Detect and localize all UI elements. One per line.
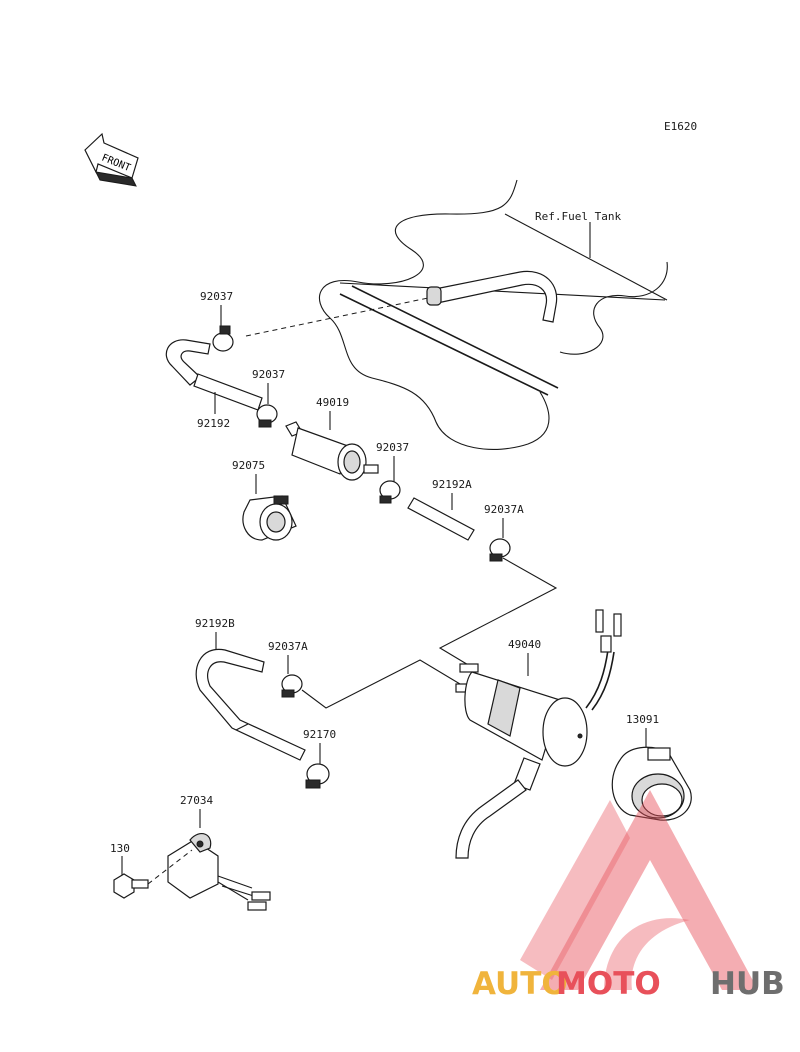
watermark-text: AUTO MOTO HUB [472, 966, 785, 1002]
fuel-filter-icon [285, 421, 379, 481]
damper-icon [611, 746, 692, 821]
bolt-icon [113, 873, 149, 899]
label-clamp-92170: 92170 [303, 728, 336, 741]
label-hose-92192B: 92192B [195, 617, 235, 630]
label-clamp-2: 92037 [252, 368, 285, 381]
label-damper: 13091 [626, 713, 659, 726]
fuel-pump-icon [455, 609, 622, 791]
label-hose-92192A: 92192A [432, 478, 472, 491]
clamp-92170-icon [305, 763, 330, 789]
routing-line-1 [438, 557, 558, 667]
label-clamp-92037A: 92037A [484, 503, 524, 516]
label-pump: 49040 [508, 638, 541, 651]
watermark-logo [520, 790, 758, 990]
drain-hose-icon [455, 779, 527, 859]
hose-92192A-icon [407, 497, 475, 541]
label-bolt: 130 [110, 842, 130, 855]
label-holder: 92075 [232, 459, 265, 472]
hose-dashed-connector [245, 297, 429, 337]
watermark-part2: MOTO [556, 966, 661, 1002]
front-arrow-icon: FRONT [84, 132, 139, 187]
clamp-92037A-icon [489, 538, 511, 562]
hose-92192B-icon [195, 648, 306, 761]
ref-fuel-tank-label: Ref.Fuel Tank [535, 210, 621, 223]
clamp-top-icon [212, 325, 234, 352]
tank-outlet-hose [426, 270, 558, 323]
label-filter: 49019 [316, 396, 349, 409]
clamp-92037A-2-icon [281, 674, 303, 698]
label-clamp-top: 92037 [200, 290, 233, 303]
label-clamp-3: 92037 [376, 441, 409, 454]
label-relay: 27034 [180, 794, 213, 807]
clamp-3-icon [379, 480, 401, 504]
fuel-tank-outline [319, 179, 668, 450]
label-clamp-92037A-2: 92037A [268, 640, 308, 653]
relay-icon [167, 832, 271, 911]
clamp-2-icon [256, 404, 278, 428]
routing-line-2 [301, 659, 461, 709]
figure-code: E1620 [664, 120, 697, 133]
label-hose-92192: 92192 [197, 417, 230, 430]
watermark-part3: HUB [710, 966, 785, 1002]
watermark-part1: AUTO [472, 966, 568, 1002]
filter-holder-icon [242, 495, 297, 541]
